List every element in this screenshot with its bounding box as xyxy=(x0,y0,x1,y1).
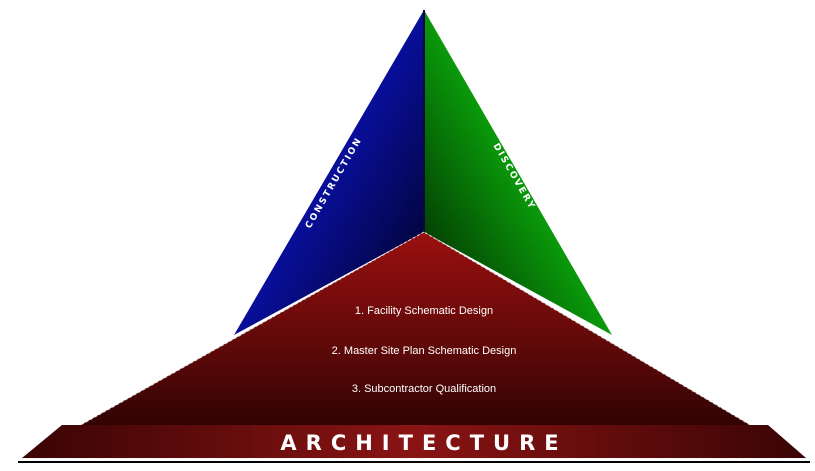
step-3: 3. Subcontractor Qualification xyxy=(352,383,496,395)
architecture-band xyxy=(22,425,806,458)
discovery-face xyxy=(424,10,612,335)
step-2: 2. Master Site Plan Schematic Design xyxy=(332,345,517,357)
step-1: 1. Facility Schematic Design xyxy=(355,305,493,317)
architecture-base xyxy=(20,231,808,459)
architecture-title: ARCHITECTURE xyxy=(280,431,567,455)
construction-face xyxy=(234,10,424,335)
